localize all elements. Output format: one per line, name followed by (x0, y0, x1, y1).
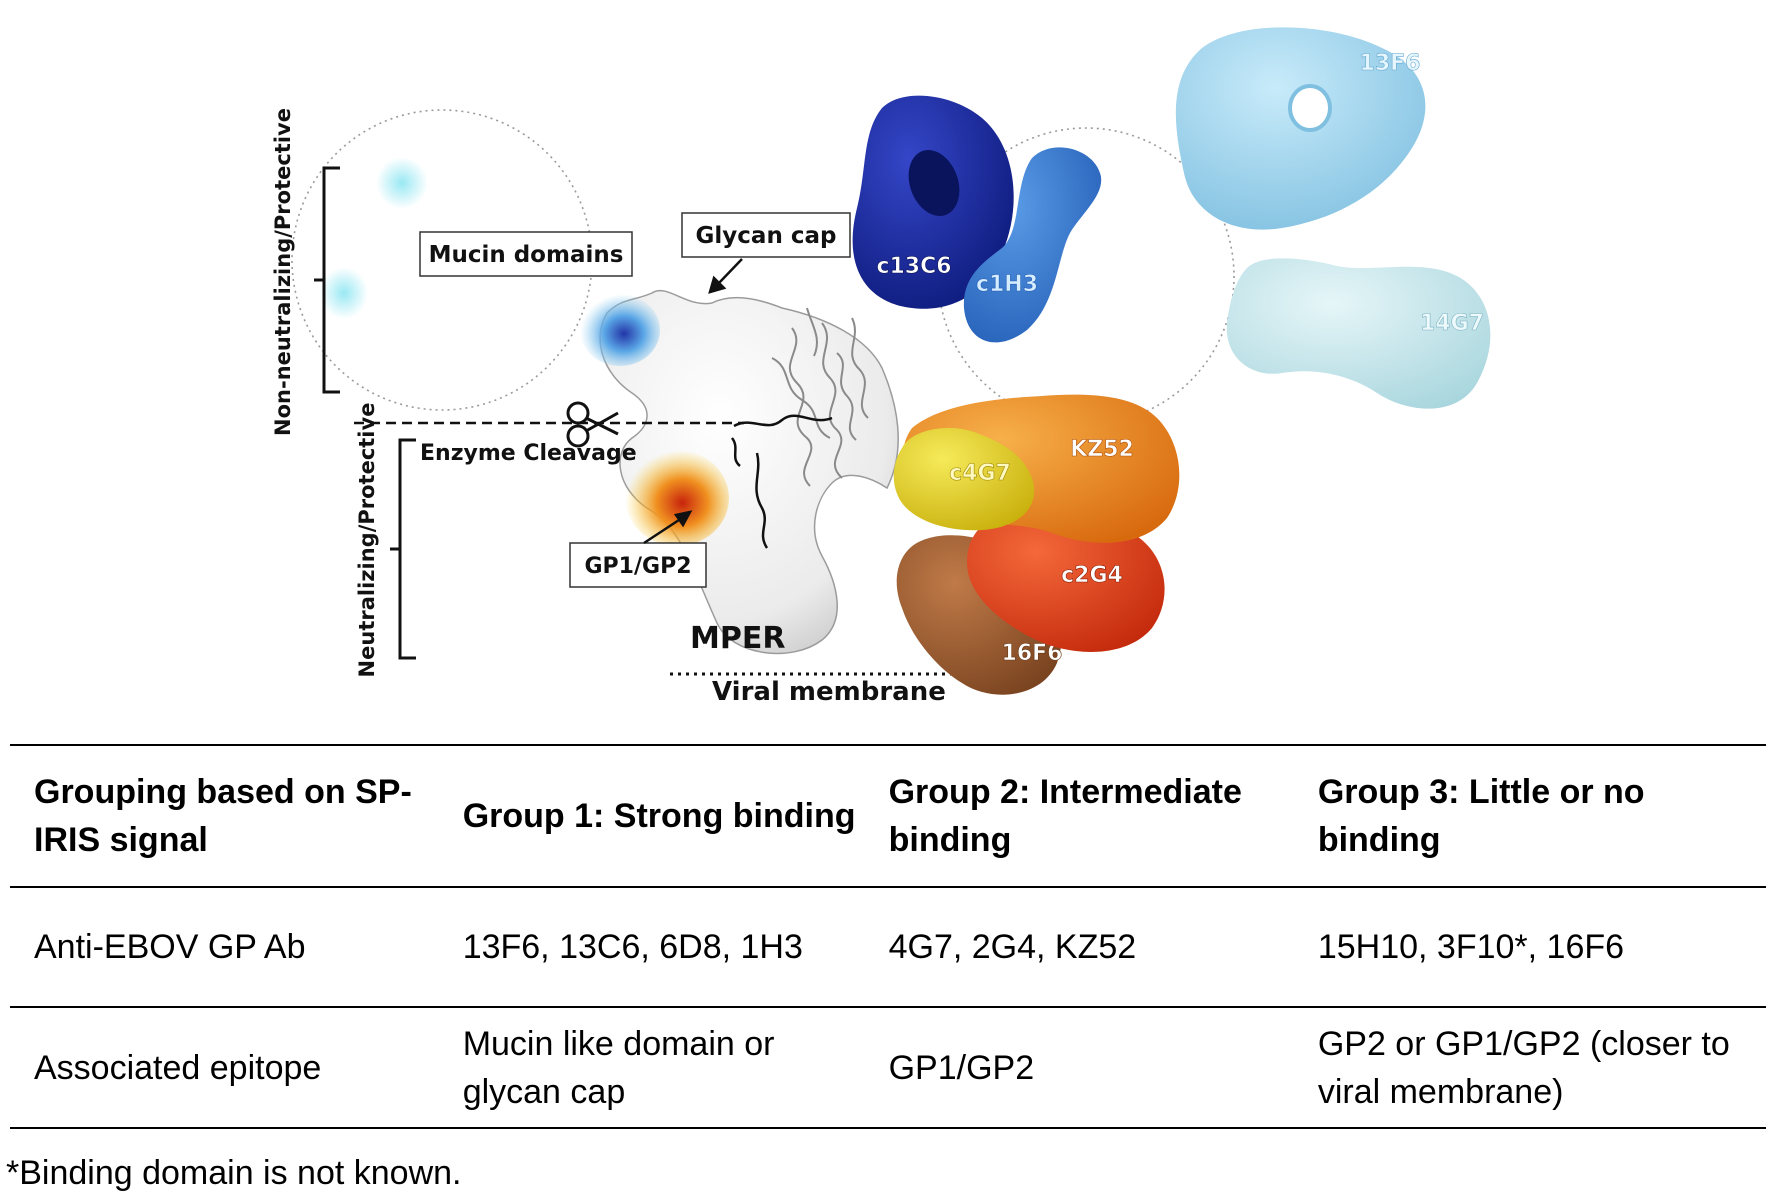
gp1-gp2-label: GP1/GP2 (584, 554, 691, 579)
ab-c4G7-label: c4G7 (949, 461, 1011, 486)
ab-c13C6-label: c13C6 (876, 254, 951, 279)
table-row: Anti-EBOV GP Ab 13F6, 13C6, 6D8, 1H3 4G7… (10, 887, 1766, 1007)
ab-14G7: 14G7 (1226, 258, 1491, 409)
table-row: Associated epitope Mucin like domain or … (10, 1007, 1766, 1128)
ribbon-structure (771, 307, 869, 487)
footnote: *Binding domain is not known. (6, 1154, 462, 1192)
mucin-domains-label: Mucin domains (429, 242, 624, 268)
table-cell: 4G7, 2G4, KZ52 (888, 928, 1137, 966)
gp1-gp2-box: GP1/GP2 (569, 542, 707, 588)
scissors-icon (566, 401, 619, 448)
enzyme-cleavage-label: Enzyme Cleavage (420, 441, 637, 466)
ab-13F6: 13F6 (1175, 27, 1426, 230)
ab-c13C6: c13C6 (852, 95, 1014, 309)
mucin-domains-box: Mucin domains (419, 231, 633, 277)
binding-group-table: Grouping based on SP-IRIS signal Group 1… (10, 744, 1766, 1129)
ab-16F6-label: 16F6 (1002, 641, 1063, 666)
ab-c2G4: c2G4 (967, 508, 1165, 652)
table-cell: 15H10, 3F10*, 16F6 (1317, 928, 1625, 966)
epitope-diagram: Non-neutralizing/Protective Neutralizing… (262, 8, 1514, 710)
neutralizing-label: Neutralizing/Protective (355, 403, 379, 678)
non-neutralizing-label: Non-neutralizing/Protective (271, 108, 295, 436)
header-group-1: Group 1: Strong binding (462, 797, 856, 835)
table-header-row: Grouping based on SP-IRIS signal Group 1… (10, 745, 1766, 887)
table-cell: 13F6, 13C6, 6D8, 1H3 (462, 928, 803, 966)
ab-c1H3: c1H3 (963, 147, 1102, 343)
brackets (314, 166, 416, 660)
ab-KZ52-label: KZ52 (1070, 437, 1134, 462)
glycan-cap-patch (580, 294, 660, 366)
epitope-diagram-svg: Non-neutralizing/Protective Neutralizing… (271, 27, 1491, 707)
gp1-gp2-arrow (643, 510, 693, 545)
table-cell: Associated epitope (34, 1048, 322, 1087)
ribbon-dark (730, 414, 833, 549)
glycan-cap-box: Glycan cap (681, 212, 851, 258)
ab-c4G7: c4G7 (893, 428, 1035, 531)
table-cell: GP2 or GP1/GP2 (closer to viral membrane… (1317, 1024, 1730, 1111)
table-cell: Anti-EBOV GP Ab (34, 928, 306, 966)
table-cell: Mucin like domain or glycan cap (462, 1024, 775, 1111)
gp1-gp2-patch (625, 450, 729, 546)
mper-label: MPER (690, 621, 785, 656)
glycan-cap-label: Glycan cap (696, 223, 837, 249)
header-grouping: Grouping based on SP-IRIS signal (34, 773, 412, 859)
ab-c1H3-label: c1H3 (976, 272, 1038, 297)
ab-14G7-label: 14G7 (1420, 311, 1484, 336)
header-group-2: Group 2: Intermediate binding (888, 773, 1242, 859)
table-cell: GP1/GP2 (888, 1048, 1035, 1087)
ab-c2G4-label: c2G4 (1061, 563, 1123, 588)
ab-13F6-label: 13F6 (1360, 51, 1421, 76)
gp-trimer (580, 290, 899, 655)
mucin-blob-2 (320, 267, 368, 319)
glycan-cap-arrow (708, 258, 743, 294)
mucin-blob-1 (376, 157, 428, 209)
header-group-3: Group 3: Little or no binding (1317, 773, 1645, 859)
viral-membrane-label: Viral membrane (712, 677, 946, 707)
